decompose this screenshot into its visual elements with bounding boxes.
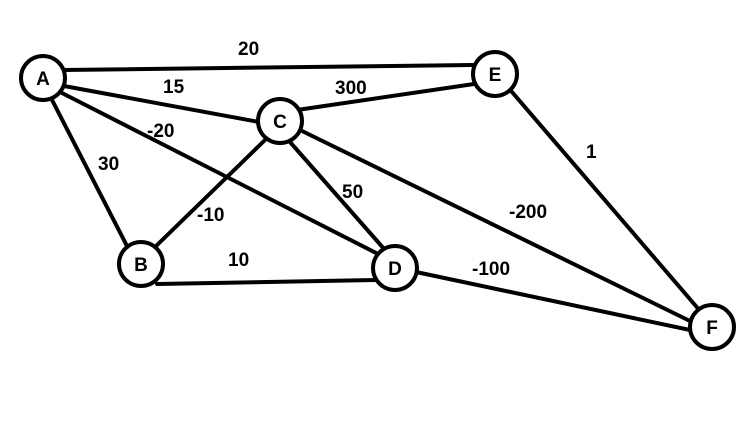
edge-weight-d-f: -100 [472, 259, 510, 280]
nodes-layer: A B C D E F [19, 50, 736, 351]
edge-e-f [510, 90, 703, 314]
node-label: A [36, 69, 50, 90]
node-label: F [706, 318, 718, 339]
edge-labels-layer: 20 15 -20 30 300 -10 50 -200 10 -100 1 [98, 39, 597, 280]
edge-a-d [58, 90, 384, 258]
node-circle [19, 54, 67, 102]
node-label: E [489, 65, 502, 86]
node-circle [688, 303, 736, 351]
node-f: F [688, 303, 736, 351]
edge-b-d [155, 278, 377, 286]
edge-a-c [62, 84, 261, 124]
node-a: A [19, 54, 67, 102]
edge-c-b [152, 138, 267, 250]
node-circle [117, 240, 165, 288]
edge-weight-c-e: 300 [335, 78, 367, 99]
node-label: B [134, 255, 148, 276]
edge-weight-a-e: 20 [238, 39, 259, 60]
node-label: D [388, 259, 402, 280]
node-e: E [471, 50, 519, 98]
edge-a-b [48, 94, 130, 250]
edge-c-d [288, 140, 387, 252]
node-b: B [117, 240, 165, 288]
node-circle [471, 50, 519, 98]
edge-weight-b-d: 10 [228, 250, 249, 271]
edge-c-f [298, 128, 694, 324]
edge-weight-e-f: 1 [586, 142, 597, 163]
edge-weight-a-d: -20 [147, 121, 174, 142]
edge-d-f [414, 270, 692, 332]
node-circle [256, 97, 304, 145]
edge-c-e [295, 82, 476, 112]
edge-weight-a-b: 30 [98, 154, 119, 175]
edge-weight-c-b: -10 [197, 205, 224, 226]
node-d: D [371, 244, 419, 292]
node-circle [371, 244, 419, 292]
edge-weight-a-c: 15 [163, 77, 185, 98]
edge-weight-c-f: -200 [509, 202, 547, 223]
edges-layer [48, 63, 703, 332]
node-label: C [273, 112, 287, 133]
edge-a-e [60, 63, 475, 72]
edge-weight-c-d: 50 [342, 182, 363, 203]
node-c: C [256, 97, 304, 145]
